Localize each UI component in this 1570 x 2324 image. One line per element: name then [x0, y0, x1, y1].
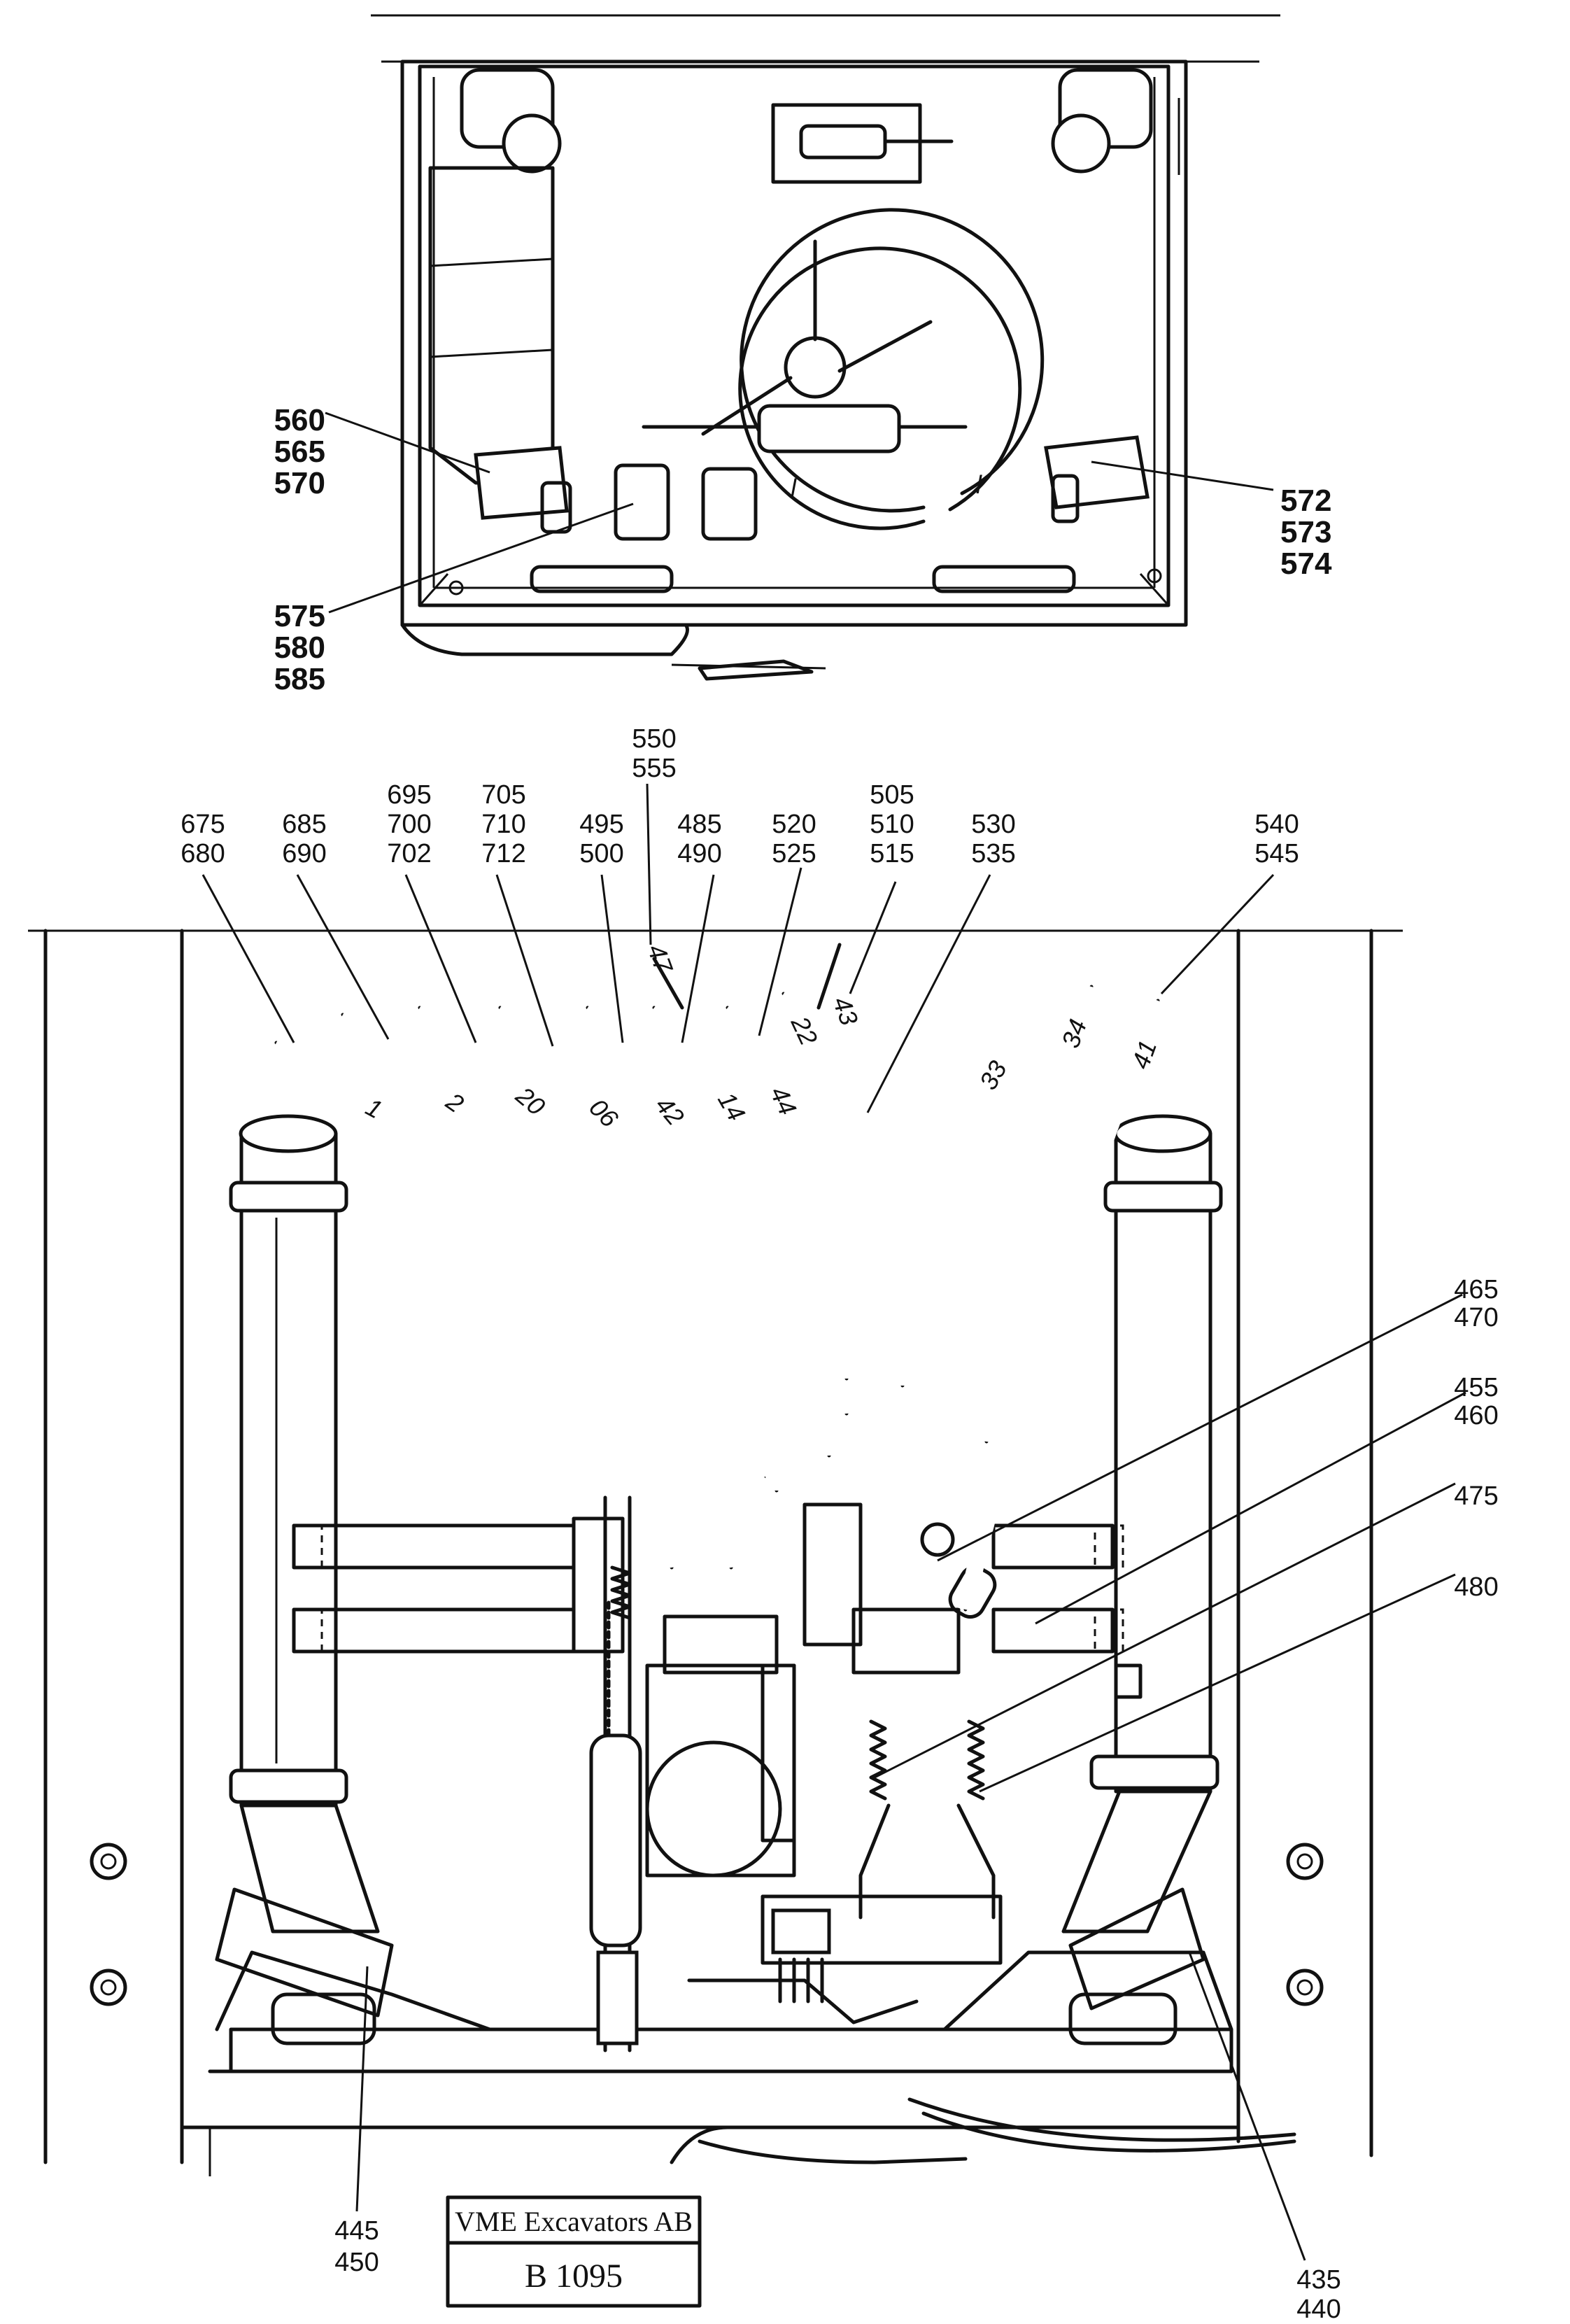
callout-text: 535: [971, 839, 1015, 868]
hydraulic-hoses: [271, 943, 1166, 1612]
callout-text: 490: [677, 839, 721, 868]
callout-text: 520: [772, 810, 816, 839]
callout-text: 470: [1454, 1303, 1498, 1332]
bottom-callouts: 445 450 435 440: [334, 2216, 1341, 2324]
callout-text: 710: [481, 810, 525, 839]
callout-text: 450: [334, 2248, 379, 2277]
callout-text: 555: [632, 754, 676, 783]
callout-text: 480: [1454, 1572, 1498, 1602]
callout-572: 572 573 574: [1280, 484, 1332, 581]
callout-text: 572: [1280, 484, 1331, 518]
leader-lines: [201, 783, 1466, 2261]
callout-text: 580: [274, 631, 325, 665]
right-suction-pipe: [942, 1114, 1233, 2045]
callout-text: 545: [1254, 839, 1299, 868]
callout-text: 465: [1454, 1275, 1498, 1304]
callout-text: 560: [274, 403, 325, 437]
callout-text: 675: [181, 810, 225, 839]
callout-text: 550: [632, 724, 676, 754]
callout-text: 525: [772, 839, 816, 868]
callout-text: 570: [274, 466, 325, 500]
callout-text: 573: [1280, 515, 1331, 549]
callout-text: 495: [579, 810, 623, 839]
callout-560: 560 565 570: [274, 403, 325, 500]
machine-frame: [28, 929, 1403, 2176]
callout-text: 565: [274, 435, 325, 469]
svg-text:575: 575: [274, 599, 325, 633]
svg-text:580: 580: [274, 631, 325, 665]
callout-575: 575 580 585: [274, 599, 325, 696]
cab-top-view: l l: [371, 14, 1280, 681]
callout-text: 702: [387, 839, 431, 868]
callout-text: 455: [1454, 1373, 1498, 1402]
callout-text: 530: [971, 810, 1015, 839]
callout-text: 680: [181, 839, 225, 868]
callout-text: 685: [282, 810, 326, 839]
hose-number: 47: [642, 941, 679, 978]
svg-text:570: 570: [274, 466, 325, 500]
hose-number: 43: [827, 993, 863, 1029]
callout-text: 705: [481, 780, 525, 810]
callout-text: 460: [1454, 1401, 1498, 1430]
hose-callouts: 675 680 685 690 695 700 702 705 710 712 …: [181, 724, 1299, 868]
callout-text: 475: [1454, 1481, 1498, 1511]
callout-text: 445: [334, 2216, 379, 2246]
svg-text:574: 574: [1280, 547, 1332, 581]
callout-text: 505: [870, 780, 914, 810]
company-name: VME Excavators AB: [455, 2206, 693, 2237]
callout-text: 515: [870, 839, 914, 868]
svg-text:560: 560: [274, 403, 325, 437]
callout-text: 574: [1280, 547, 1332, 581]
callout-text: 540: [1254, 810, 1299, 839]
callout-text: 690: [282, 839, 326, 868]
callout-text: 585: [274, 662, 325, 696]
cross-members: [292, 1523, 1124, 1654]
left-suction-pipe: [215, 1114, 492, 2045]
right-callouts: 465 470 455 460 475 480: [1454, 1275, 1498, 1602]
drawing-number: B 1095: [525, 2258, 623, 2295]
top-leader-lines: [325, 411, 1274, 614]
callout-text: 500: [579, 839, 623, 868]
callout-text: 700: [387, 810, 431, 839]
callout-text: 485: [677, 810, 721, 839]
callout-text: 510: [870, 810, 914, 839]
svg-text:l: l: [976, 470, 982, 499]
callout-text: 695: [387, 780, 431, 810]
callout-text: 712: [481, 839, 525, 868]
svg-text:573: 573: [1280, 515, 1331, 549]
callout-text: 575: [274, 599, 325, 633]
callout-text: 435: [1296, 2265, 1341, 2295]
svg-text:565: 565: [274, 435, 325, 469]
valve-assembly: [572, 1495, 1296, 2164]
svg-text:572: 572: [1280, 484, 1331, 518]
title-block: VME Excavators AB B 1095: [446, 2195, 702, 2308]
svg-text:585: 585: [274, 662, 325, 696]
callout-text: 440: [1296, 2295, 1341, 2324]
svg-text:l: l: [791, 474, 797, 502]
